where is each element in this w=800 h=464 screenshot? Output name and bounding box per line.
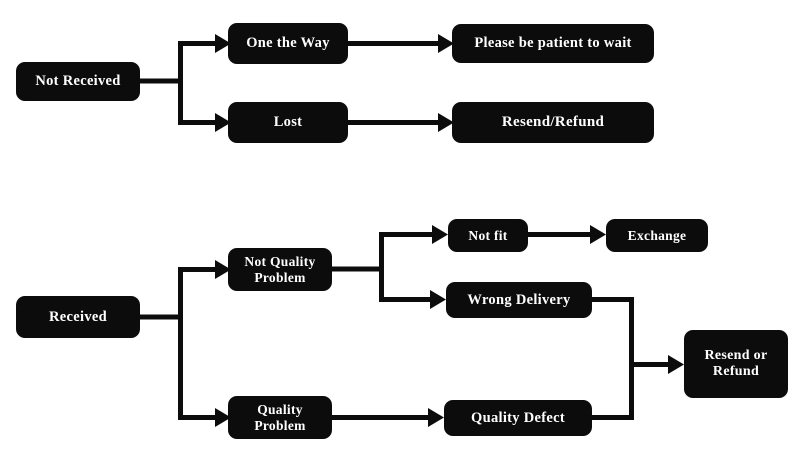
node-exchange-label: Exchange [627,227,687,243]
node-received[interactable]: Received [16,296,140,338]
node-quality-problem-label-line2: Problem [254,417,306,433]
node-wrong-delivery[interactable]: Wrong Delivery [446,282,592,318]
node-resend-refund[interactable]: Resend/Refund [452,102,654,143]
node-wrong-delivery-label: Wrong Delivery [467,291,571,308]
node-quality-defect-label: Quality Defect [471,409,565,426]
arrowhead-exchange [590,225,606,244]
arrowhead-quality-defect [428,408,444,427]
node-received-label: Received [49,308,107,325]
node-resend-or-refund-label-line1: Resend or [704,347,768,363]
node-resend-or-refund[interactable]: Resend or Refund [684,330,788,398]
node-quality-problem-label-line1: Quality [257,401,303,417]
node-not-quality-problem[interactable]: Not Quality Problem [228,248,332,291]
node-lost-label: Lost [273,114,303,131]
node-exchange[interactable]: Exchange [606,219,708,252]
node-not-quality-problem-label-line2: Problem [254,269,306,285]
node-not-received[interactable]: Not Received [16,62,140,101]
arrowhead-not-fit [432,225,448,244]
node-quality-defect[interactable]: Quality Defect [444,400,592,436]
arrowhead-wrong-delivery [430,290,446,309]
node-not-fit-label: Not fit [468,227,508,243]
node-not-received-label: Not Received [35,73,121,90]
node-not-quality-problem-label-line1: Not Quality [244,253,316,269]
node-please-be-patient-to-wait[interactable]: Please be patient to wait [452,24,654,63]
node-quality-problem[interactable]: Quality Problem [228,396,332,439]
node-resend-refund-label: Resend/Refund [501,113,605,130]
node-one-the-way[interactable]: One the Way [228,23,348,64]
node-lost[interactable]: Lost [228,102,348,143]
node-one-the-way-label: One the Way [246,35,330,52]
node-resend-or-refund-label-line2: Refund [712,364,760,379]
node-please-be-patient-to-wait-label: Please be patient to wait [474,35,632,52]
arrowhead-resend-or-refund [668,355,684,374]
node-not-fit[interactable]: Not fit [448,219,528,252]
